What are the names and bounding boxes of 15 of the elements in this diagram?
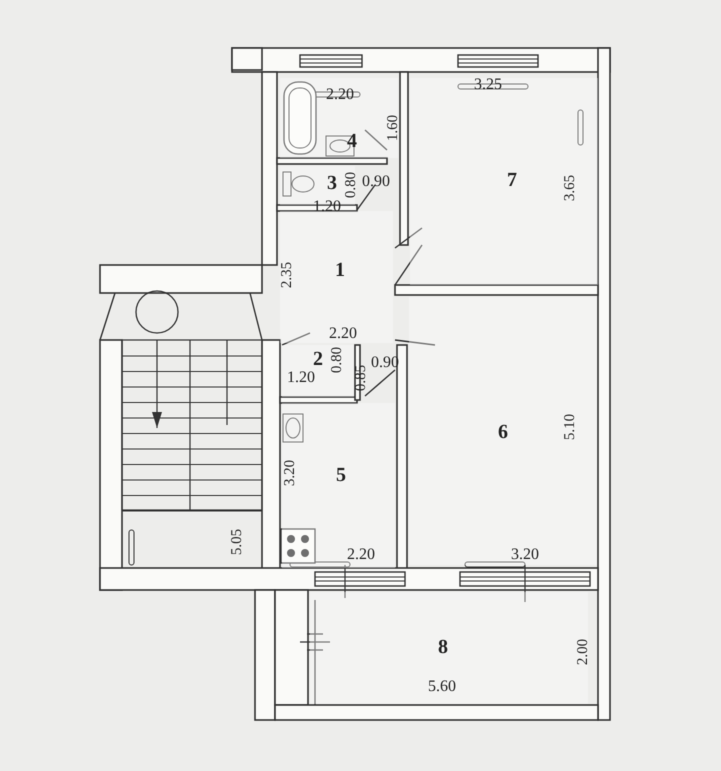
dimension-text: 5.60: [428, 679, 456, 695]
dimension-text: 2.20: [329, 326, 357, 342]
dimension-text: 0.90: [362, 174, 390, 190]
dimension-text: 1.20: [287, 370, 315, 386]
dimension-text: 5.10: [562, 414, 578, 440]
dimension-text: 1.60: [385, 114, 401, 142]
dimension-text: 0.85: [353, 364, 369, 392]
dimension-text: 0.80: [329, 346, 345, 374]
dimension-text: 3.20: [511, 547, 539, 563]
dimension-text: 2.35: [279, 262, 295, 288]
dimension-text: 2.20: [347, 547, 375, 563]
dimension-text: 3.65: [562, 174, 578, 202]
dimension-text: 3.20: [282, 460, 298, 486]
dimension-text: 5.05: [229, 528, 245, 556]
dimension-text: 2.00: [575, 638, 591, 666]
